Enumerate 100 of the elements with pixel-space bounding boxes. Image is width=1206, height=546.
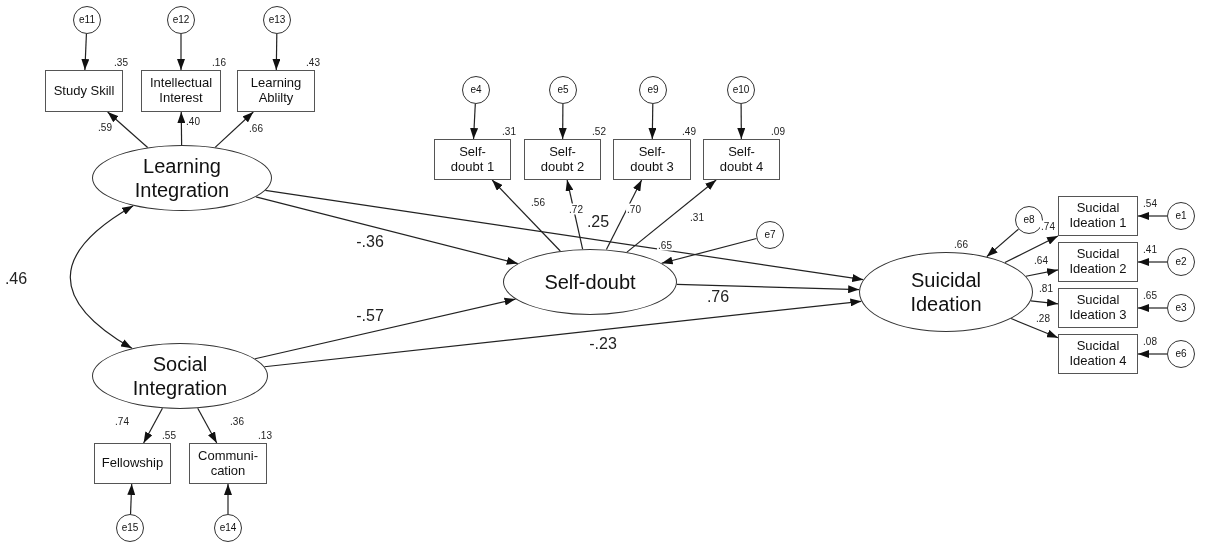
r-squared-label: .65 (1142, 289, 1158, 301)
observed-variable-box (45, 70, 123, 112)
node-label: Sucidal Ideation 3 (1068, 293, 1128, 323)
arrow (605, 179, 643, 251)
node-label: Fellowship (100, 456, 165, 471)
node-label: Sucidal Ideation 4 (1068, 339, 1128, 369)
r-squared-label: .13 (257, 429, 273, 441)
r-squared-label: .43 (305, 56, 321, 68)
edge-label: .28 (1035, 312, 1051, 324)
observed-variable-box (434, 139, 511, 180)
r-squared-label: .31 (501, 125, 517, 137)
r-squared-label: .09 (770, 125, 786, 137)
arrow (470, 103, 479, 140)
arrow (107, 111, 149, 149)
node-label: e5 (556, 84, 570, 96)
observed-variable-box (237, 70, 315, 112)
arrow (177, 111, 186, 146)
node-label: e10 (731, 84, 751, 96)
arrow (263, 298, 862, 368)
r-squared-label: .55 (161, 429, 177, 441)
arrow (1137, 350, 1168, 358)
arrow (224, 483, 232, 515)
error-term-circle (1167, 202, 1195, 230)
observed-variable-box (1058, 242, 1138, 282)
error-term-circle (167, 6, 195, 34)
node-label: Suicidal Ideation (909, 268, 983, 316)
error-term-circle (1015, 206, 1043, 234)
arrow (491, 179, 561, 252)
observed-variable-box (189, 443, 267, 484)
observed-variable-box (141, 70, 221, 112)
error-term-circle (116, 514, 144, 542)
error-term-circle (549, 76, 577, 104)
arrow (254, 297, 517, 360)
arrow (648, 103, 657, 140)
error-term-circle (1167, 294, 1195, 322)
arrow (676, 283, 860, 294)
arrow (177, 33, 185, 71)
arrow (1137, 304, 1168, 312)
r-squared-label: .08 (1142, 335, 1158, 347)
arrow (1010, 317, 1059, 339)
node-label: Sucidal Ideation 2 (1068, 247, 1128, 277)
node-label: e14 (218, 522, 238, 534)
error-term-circle (462, 76, 490, 104)
error-term-circle (214, 514, 242, 542)
arrow (264, 189, 864, 282)
arrow (626, 179, 717, 253)
node-label: Self-doubt (543, 270, 637, 294)
node-label: e13 (267, 14, 287, 26)
observed-variable-box (613, 139, 691, 180)
edge-label: .72 (568, 203, 584, 215)
arrow (69, 205, 134, 349)
arrow (1025, 268, 1059, 277)
error-term-circle (639, 76, 667, 104)
edge-label: .36 (229, 415, 245, 427)
r-squared-label: .35 (113, 56, 129, 68)
error-term-circle (73, 6, 101, 34)
arrow (1030, 298, 1059, 307)
node-label: Social Integration (131, 352, 229, 400)
node-label: Self- doubt 4 (718, 144, 765, 175)
edge-label: .59 (97, 121, 113, 133)
node-label: e6 (1174, 348, 1188, 360)
node-label: e12 (171, 14, 191, 26)
arrow (143, 407, 164, 444)
error-term-circle (727, 76, 755, 104)
node-label: e7 (763, 229, 777, 241)
node-label: e15 (120, 522, 140, 534)
observed-variable-box (94, 443, 171, 484)
edge-label: .56 (530, 196, 546, 208)
r-squared-label: .66 (953, 238, 969, 250)
edge-label: .81 (1038, 282, 1054, 294)
node-label: Self- doubt 3 (629, 144, 675, 175)
edge-label: .66 (248, 122, 264, 134)
arrow (737, 103, 746, 140)
r-squared-label: .54 (1142, 197, 1158, 209)
observed-variable-box (703, 139, 780, 180)
r-squared-label: .65 (657, 239, 673, 251)
observed-variable-box (1058, 288, 1138, 328)
node-label: e2 (1174, 256, 1188, 268)
node-label: e4 (469, 84, 483, 96)
observed-variable-box (524, 139, 601, 180)
arrow (1004, 235, 1059, 264)
arrow (197, 407, 218, 444)
edge-label: .74 (114, 415, 130, 427)
node-label: Communi- cation (197, 448, 259, 479)
arrow (1137, 258, 1168, 266)
error-term-circle (1167, 340, 1195, 368)
node-label: e8 (1022, 214, 1036, 226)
error-term-circle (263, 6, 291, 34)
node-label: Intellectual Interest (148, 76, 214, 106)
edge-label: .70 (626, 203, 642, 215)
arrow (661, 237, 758, 265)
arrow (255, 196, 519, 265)
r-squared-label: .52 (591, 125, 607, 137)
node-label: e3 (1174, 302, 1188, 314)
r-squared-label: .41 (1142, 243, 1158, 255)
node-label: Learning Ablilty (249, 76, 303, 106)
arrow (214, 111, 254, 148)
edge-label: .64 (1033, 254, 1049, 266)
node-label: Study Skill (52, 83, 116, 99)
arrow (81, 33, 90, 71)
